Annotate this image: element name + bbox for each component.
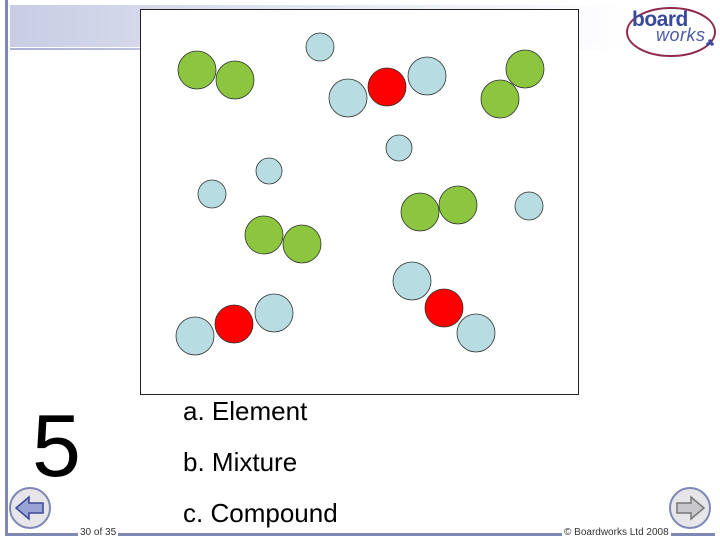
green-atom [438,185,478,225]
red-atom [424,288,464,328]
green-atom [177,50,217,90]
light-blue-atom [407,56,447,96]
green-atom [282,224,322,264]
option-b-text: Mixture [211,447,298,477]
slide-counter: 30 of 35 [78,527,119,539]
light-blue-atom [385,134,413,162]
green-atom [480,79,520,119]
green-atom [215,60,255,100]
light-blue-atom [514,191,544,221]
green-atom [505,49,545,89]
option-b-letter: b. [183,447,205,477]
option-a-text: Element [211,396,308,426]
red-atom [367,67,407,107]
light-blue-atom [392,261,432,301]
option-a[interactable]: a. Element [183,396,307,427]
logo-text-board: board [632,8,688,31]
light-blue-atom [255,157,283,185]
option-a-letter: a. [183,396,205,426]
red-atom [214,304,254,344]
back-button[interactable] [8,486,52,530]
question-number: 5 [32,396,81,495]
light-blue-atom [456,313,496,353]
option-b[interactable]: b. Mixture [183,447,297,478]
next-button[interactable] [668,486,712,530]
slide-frame-bottom [5,533,715,536]
light-blue-atom [328,78,368,118]
copyright-notice: © Boardworks Ltd 2008 [562,527,671,539]
light-blue-atom [254,293,294,333]
particle-diagram-svg [175,32,545,356]
logo-ellipse [626,7,716,57]
back-arrow-icon [9,487,51,529]
green-atom [400,192,440,232]
light-blue-atom [197,179,227,209]
slide-frame-left [5,0,8,535]
particle-diagram [140,9,579,395]
next-arrow-icon [669,487,711,529]
option-c-text: Compound [210,498,338,528]
green-atom [244,215,284,255]
option-c[interactable]: c. Compound [183,498,338,529]
light-blue-atom [305,32,335,62]
light-blue-atom [175,316,215,356]
logo-text-works: works [656,25,706,45]
option-c-letter: c. [183,498,204,528]
